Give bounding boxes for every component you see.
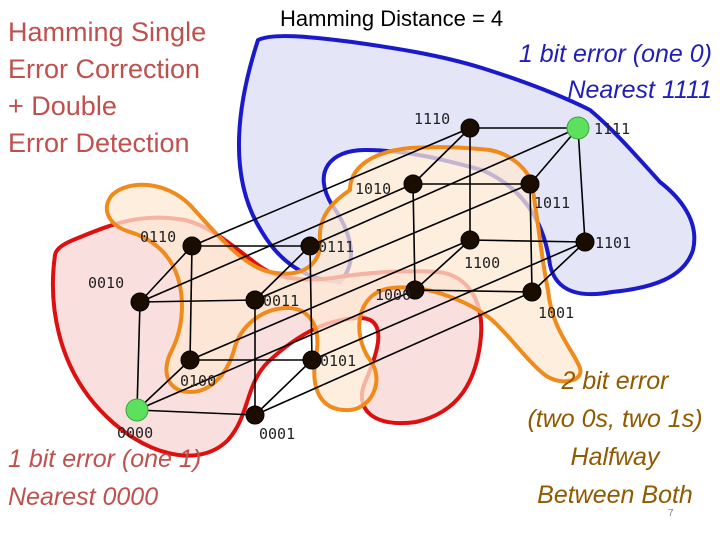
edge-0100-0110	[189, 245, 193, 361]
node-0110	[182, 236, 202, 256]
callout-line: Nearest 1111	[567, 76, 712, 104]
callout-line: Nearest 0000	[8, 483, 159, 511]
node-label-1111: 1111	[594, 120, 630, 138]
edge-1111-0111	[309, 127, 579, 247]
callout-line: Halfway	[570, 443, 660, 471]
edge-1001-0001	[254, 291, 533, 416]
title-line: Hamming Single	[8, 17, 207, 47]
node-label-0011: 0011	[263, 292, 299, 310]
node-label-0101: 0101	[320, 352, 356, 370]
node-0011	[245, 290, 265, 310]
node-label-1101: 1101	[595, 234, 631, 252]
slide-title: Hamming Single Error Correction + Double…	[8, 14, 206, 162]
slide-number: 7	[668, 508, 674, 519]
callout-one-one: 1 bit error (one 1) Nearest 0000	[8, 440, 201, 516]
node-1110	[460, 118, 480, 138]
node-label-0100: 0100	[180, 372, 216, 390]
node-0101	[302, 350, 322, 370]
callout-line: (two 0s, two 1s)	[527, 405, 703, 433]
edge-0000-0100	[136, 359, 191, 411]
edge-1011-0011	[254, 183, 531, 301]
edge-1100-1101	[469, 239, 586, 243]
title-line: Error Correction	[8, 54, 201, 84]
edge-1101-0101	[311, 241, 586, 361]
node-0000	[125, 398, 149, 422]
node-0100	[180, 350, 200, 370]
edge-0010-0011	[139, 299, 256, 303]
node-label-0000: 0000	[117, 424, 153, 442]
edge-1100-0100	[189, 239, 471, 361]
node-1011	[520, 174, 540, 194]
callout-line: 1 bit error (one 0)	[518, 40, 712, 68]
edge-1101-1111	[577, 127, 586, 243]
hypercube-nodes: 0000 0001 0010 0011 0100 0101 0110 0111 1000 1001…	[88, 110, 631, 443]
edge-0011-0111	[254, 245, 311, 301]
edge-1110-0110	[191, 127, 471, 247]
node-1100	[460, 230, 480, 250]
edge-1000-1100	[414, 239, 471, 291]
node-1101	[575, 232, 595, 252]
node-label-0001: 0001	[259, 425, 295, 443]
node-1000	[405, 280, 425, 300]
edge-1001-1011	[529, 183, 533, 293]
node-label-1100: 1100	[464, 254, 500, 272]
node-label-0110: 0110	[140, 228, 176, 246]
edge-1011-1111	[529, 127, 579, 185]
node-1001	[522, 282, 542, 302]
callout-two-bit-error: 2 bit error (two 0s, two 1s) Halfway Bet…	[512, 362, 718, 514]
hypercube-edges	[136, 127, 586, 416]
edge-0001-0101	[254, 359, 313, 416]
node-label-1011: 1011	[534, 194, 570, 212]
node-label-1001: 1001	[538, 304, 574, 322]
title-line: + Double	[8, 91, 117, 121]
edge-0000-0001	[136, 409, 256, 416]
node-label-1000: 1000	[375, 286, 411, 304]
node-1010	[403, 174, 423, 194]
node-1111	[566, 116, 590, 140]
edge-1010-0010	[139, 183, 414, 303]
callout-line: Between Both	[537, 481, 693, 509]
edge-0000-0010	[136, 301, 141, 411]
title-line: Error Detection	[8, 128, 190, 158]
edge-1000-0000	[136, 289, 416, 411]
edge-0101-0111	[309, 245, 313, 361]
node-label-1110: 1110	[414, 110, 450, 128]
hamming-distance-heading: Hamming Distance = 4	[280, 6, 504, 31]
node-0010	[130, 292, 150, 312]
callout-line: 1 bit error (one 1)	[8, 445, 202, 473]
edge-1000-1010	[412, 183, 416, 291]
node-label-0010: 0010	[88, 274, 124, 292]
node-0111	[300, 236, 320, 256]
node-label-1010: 1010	[355, 180, 391, 198]
callout-one-zero: 1 bit error (one 0) Nearest 1111	[519, 36, 712, 108]
node-0001	[245, 405, 265, 425]
edge-1010-1110	[412, 127, 471, 185]
node-label-0111: 0111	[318, 238, 354, 256]
callout-line: 2 bit error	[561, 367, 669, 395]
edge-0010-0110	[139, 245, 193, 303]
edge-1001-1101	[531, 241, 586, 293]
